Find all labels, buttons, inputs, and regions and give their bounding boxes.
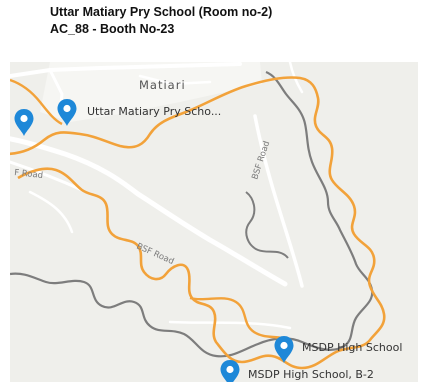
boundary-orange-north [10,78,63,126]
town-label-matiari: Matiari [139,78,186,92]
booth-subtitle: AC_88 - Booth No-23 [50,22,175,36]
boundary-gray-inner [245,191,289,259]
boundary-orange [10,76,386,370]
boundary-gray [10,70,374,358]
marker-msdp-high-school[interactable]: MSDP High School [274,336,403,363]
marker-uttar-matiary[interactable]: Uttar Matiary Pry Scho... [57,99,222,126]
marker-label-uttar-matiary: Uttar Matiary Pry Scho... [87,105,221,118]
map-view[interactable]: Matiari F Road BSF Road BSF Road Uttar M… [10,62,418,382]
road-label-f-road: F Road [14,168,44,181]
marker-msdp-high-school-b2[interactable]: MSDP High School, B-2 [220,360,374,382]
booth-title: Uttar Matiary Pry School (Room no-2) [50,5,273,19]
marker-label-msdp-high-school: MSDP High School [302,341,402,354]
boundary-orange-south [189,296,293,344]
road-network [10,62,304,330]
page-header: Uttar Matiary Pry School (Room no-2) AC_… [50,4,410,38]
marker-label-msdp-high-school-b2: MSDP High School, B-2 [248,368,374,381]
town-area [40,62,262,122]
map-canvas: Matiari F Road BSF Road BSF Road Uttar M… [10,62,418,382]
